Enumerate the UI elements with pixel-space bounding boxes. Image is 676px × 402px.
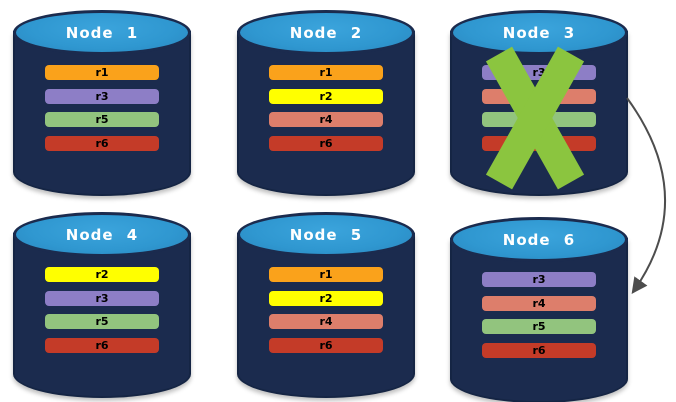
replica-bar: r3 [45, 291, 159, 306]
replica-bar: r3 [482, 272, 596, 287]
node-title: Node 2 [289, 23, 363, 42]
replica-bar: r6 [269, 338, 383, 353]
replica-bar: r6 [45, 136, 159, 151]
node-title: Node 1 [65, 23, 139, 42]
replica-bar: r3 [45, 89, 159, 104]
replica-bar: r4 [269, 112, 383, 127]
node-cylinder-2: r1 r2 r4 r6 Node 2 [237, 10, 415, 196]
replica-bar: r6 [482, 343, 596, 358]
replica-bar: r5 [482, 319, 596, 334]
cylinder-top: Node 2 [237, 10, 415, 55]
node-title: Node 3 [502, 23, 576, 42]
replica-bar: r1 [45, 65, 159, 80]
cylinder-top: Node 6 [450, 217, 628, 262]
cylinder-top: Node 5 [237, 212, 415, 257]
cylinder-top: Node 3 [450, 10, 628, 55]
node-cylinder-1: r1 r3 r5 r6 Node 1 [13, 10, 191, 196]
replica-bar: r2 [45, 267, 159, 282]
replica-bar: r2 [269, 89, 383, 104]
cylinder-top: Node 1 [13, 10, 191, 55]
node-title: Node 5 [289, 225, 363, 244]
node-cylinder-4: r2 r3 r5 r6 Node 4 [13, 212, 191, 398]
node-cylinder-3: r3 Node 3 [450, 10, 628, 196]
node-title: Node 4 [65, 225, 139, 244]
replica-bar: r6 [269, 136, 383, 151]
failover-arrow [626, 97, 667, 294]
replica-bar: r6 [45, 338, 159, 353]
replica-bar: r5 [45, 112, 159, 127]
replica-bar: r1 [269, 267, 383, 282]
replica-bar: r5 [45, 314, 159, 329]
node-cylinder-6: r3 r4 r5 r6 Node 6 [450, 217, 628, 402]
node-cylinder-5: r1 r2 r4 r6 Node 5 [237, 212, 415, 398]
replica-bar: r4 [269, 314, 383, 329]
replica-bar: r1 [269, 65, 383, 80]
failure-x-icon [485, 46, 585, 190]
x-stroke [485, 46, 585, 190]
arrow-curve [626, 97, 667, 294]
node-title: Node 6 [502, 230, 576, 249]
replica-bar: r2 [269, 291, 383, 306]
cylinder-top: Node 4 [13, 212, 191, 257]
replica-bar: r4 [482, 296, 596, 311]
